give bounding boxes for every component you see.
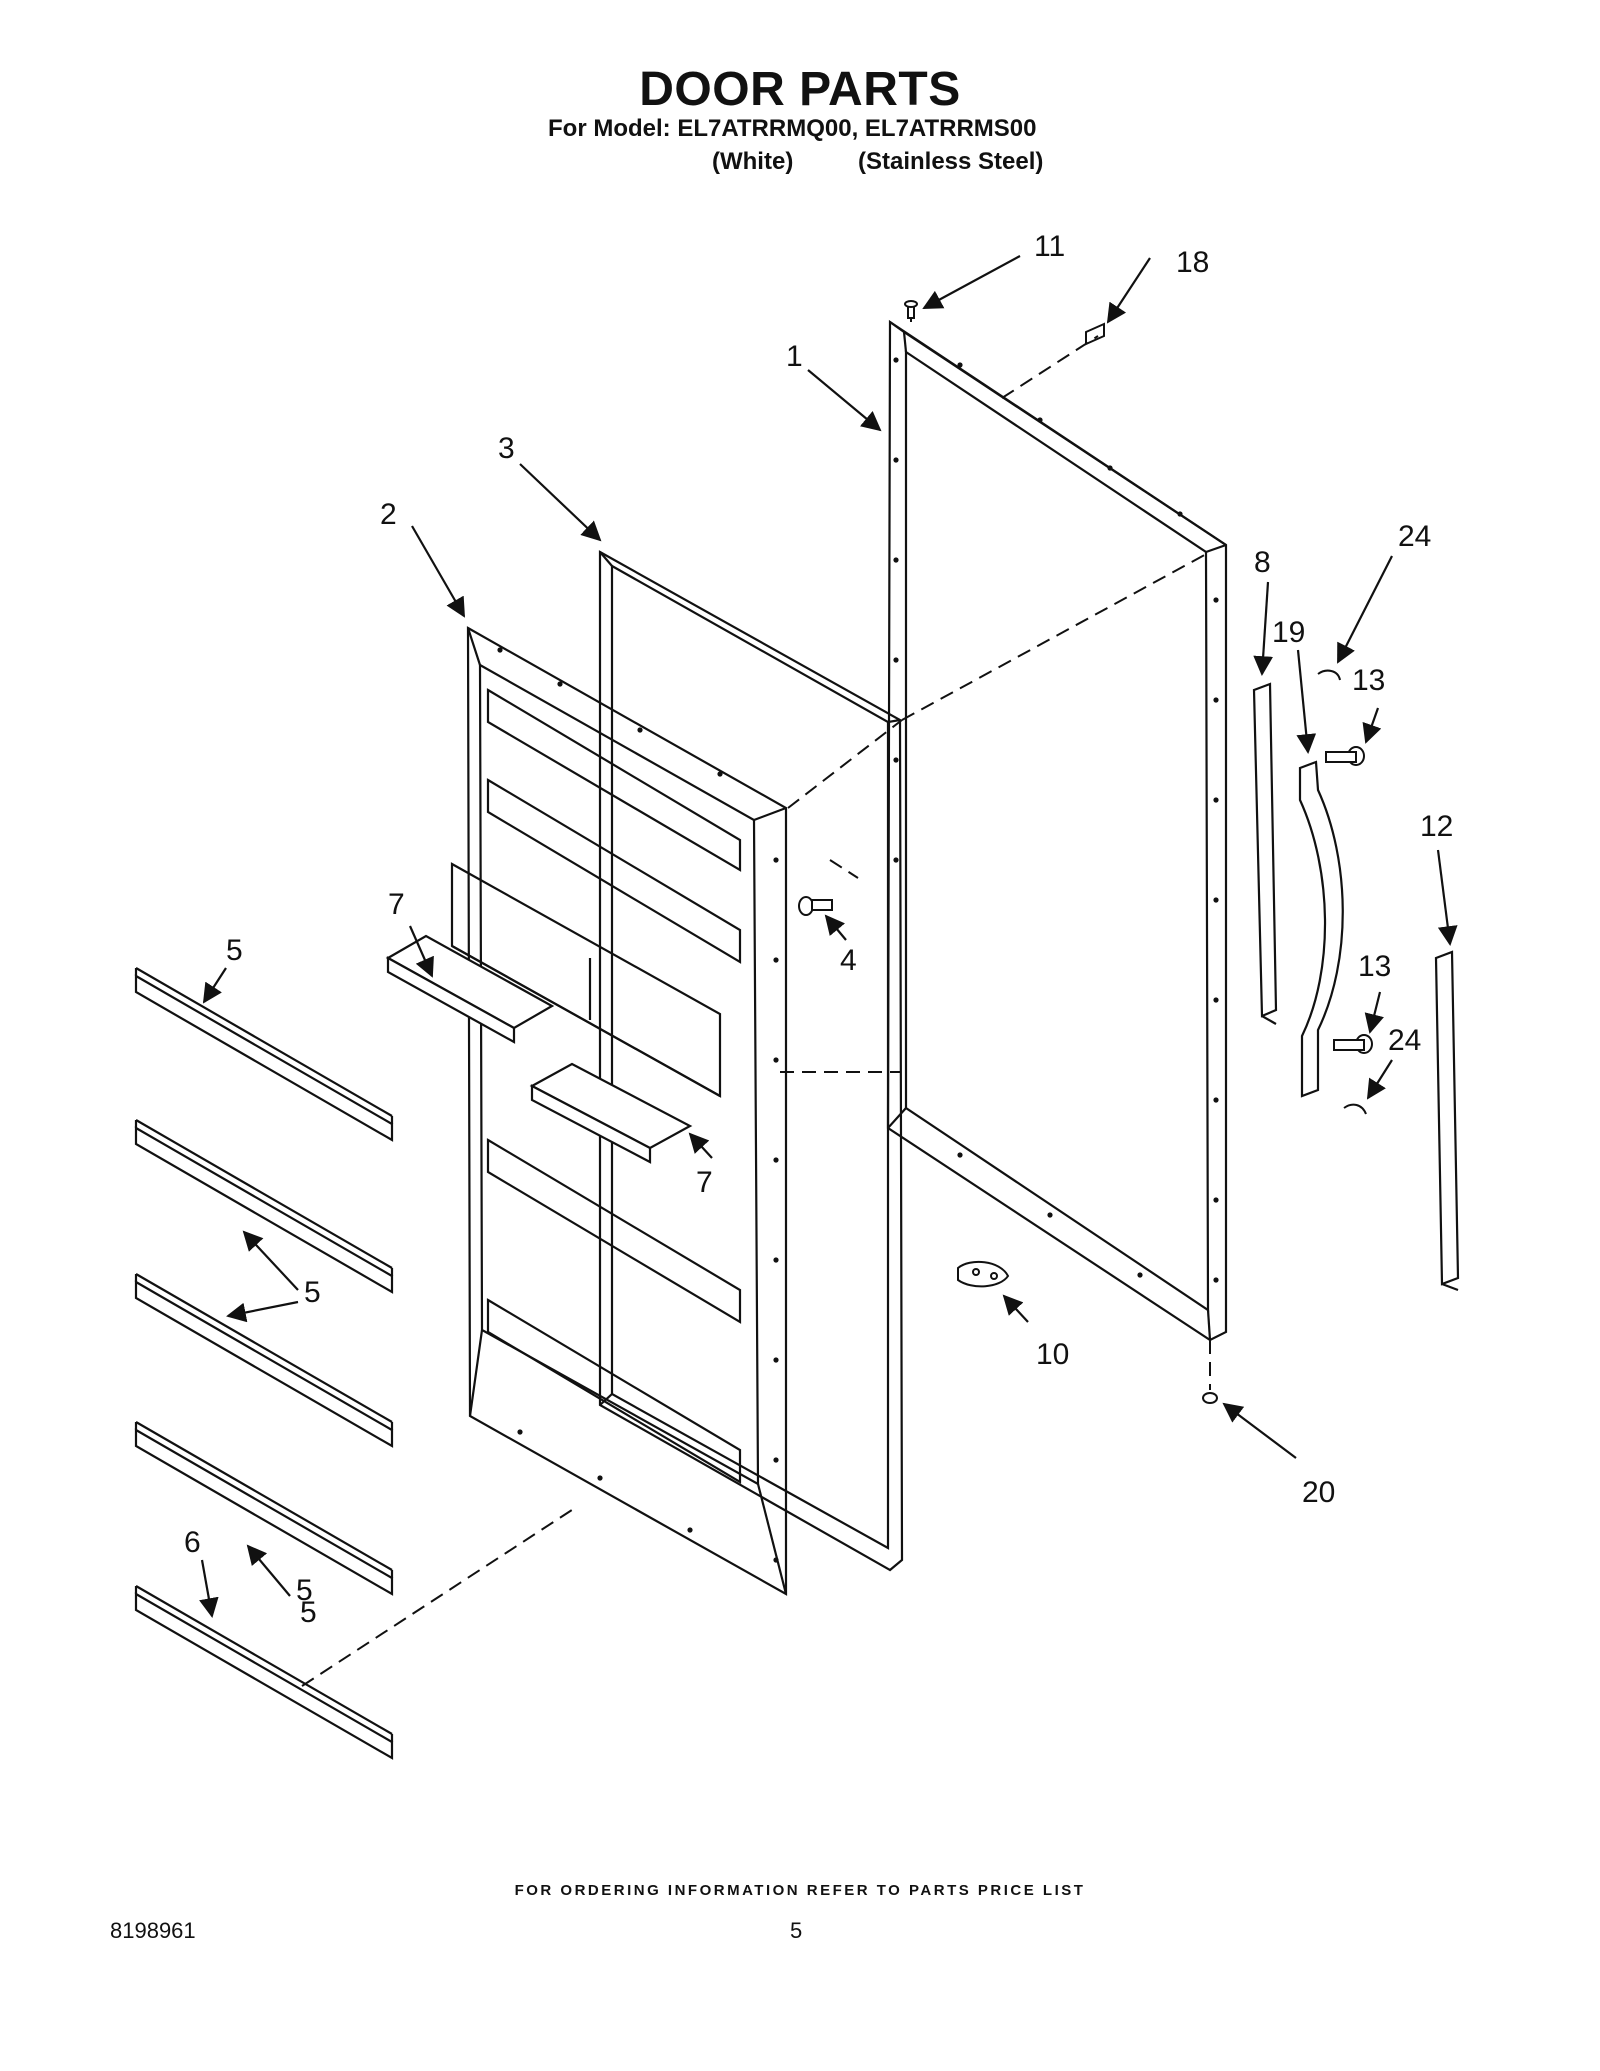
callout-19: 19 bbox=[1272, 616, 1305, 649]
shelf-part-7-lower bbox=[529, 1062, 693, 1164]
door-gasket bbox=[598, 550, 904, 1572]
variant-white-label: (White) bbox=[712, 148, 794, 175]
door-trim-part-6 bbox=[134, 1585, 394, 1760]
callout-24-upper: 24 bbox=[1398, 520, 1431, 553]
callout-5-a: 5 bbox=[226, 934, 243, 967]
inner-door-liner bbox=[450, 626, 788, 1596]
bushing-part-20 bbox=[1202, 1392, 1218, 1404]
callout-4: 4 bbox=[840, 944, 857, 977]
page-number: 5 bbox=[790, 1918, 803, 1943]
callout-5-d: 5 bbox=[300, 1596, 317, 1629]
callout-11: 11 bbox=[1034, 230, 1065, 263]
side-trim-part-8 bbox=[1252, 682, 1278, 1025]
callout-leaders bbox=[199, 255, 1458, 1618]
callout-labels: 1 2 3 4 5 5 5 5 6 7 7 8 10 11 12 13 13 1… bbox=[184, 230, 1453, 1629]
screw-part-13-lower bbox=[1333, 1034, 1373, 1054]
callout-10: 10 bbox=[1036, 1338, 1069, 1371]
screw-part-13-upper bbox=[1325, 746, 1365, 766]
callout-2: 2 bbox=[380, 498, 397, 531]
callout-3: 3 bbox=[498, 432, 515, 465]
callout-6: 6 bbox=[184, 1526, 201, 1559]
screw-part-4 bbox=[798, 896, 833, 916]
door-trim-part-5b bbox=[134, 1119, 394, 1294]
callout-20: 20 bbox=[1302, 1476, 1335, 1509]
callout-13-lower: 13 bbox=[1358, 950, 1391, 983]
callout-8: 8 bbox=[1254, 546, 1271, 579]
callout-5-c: 5 bbox=[296, 1574, 313, 1607]
plug-part-18 bbox=[1085, 322, 1105, 346]
callout-1: 1 bbox=[786, 340, 803, 373]
assembly-guide-lines bbox=[301, 318, 1211, 1687]
variant-stainless-label: (Stainless Steel) bbox=[858, 148, 1044, 175]
callout-5-b: 5 bbox=[304, 1276, 321, 1309]
callout-24-lower: 24 bbox=[1388, 1024, 1421, 1057]
ordering-info-note: FOR ORDERING INFORMATION REFER TO PARTS … bbox=[514, 1882, 1086, 1899]
door-trim-part-5d bbox=[134, 1421, 394, 1596]
door-trim-part-5c bbox=[134, 1273, 394, 1448]
outer-door-panel bbox=[886, 319, 1228, 1342]
screw-part-11 bbox=[904, 300, 918, 319]
callout-18: 18 bbox=[1176, 246, 1209, 279]
plug-part-24-lower bbox=[1343, 1103, 1367, 1115]
door-trim-part-5a bbox=[134, 967, 394, 1142]
document-number: 8198961 bbox=[110, 1918, 196, 1943]
plug-part-24-upper bbox=[1317, 669, 1341, 681]
hinge-part-10 bbox=[957, 1260, 1010, 1288]
callout-12: 12 bbox=[1420, 810, 1453, 843]
model-line: For Model: EL7ATRRMQ00, EL7ATRRMS00 bbox=[548, 115, 1037, 142]
callout-7-upper: 7 bbox=[388, 888, 405, 921]
door-handle-part-19 bbox=[1298, 760, 1344, 1098]
side-trim-part-12 bbox=[1434, 950, 1460, 1292]
callout-7-lower: 7 bbox=[696, 1166, 713, 1199]
page-title: DOOR PARTS bbox=[639, 63, 961, 116]
callout-13-upper: 13 bbox=[1352, 664, 1385, 697]
